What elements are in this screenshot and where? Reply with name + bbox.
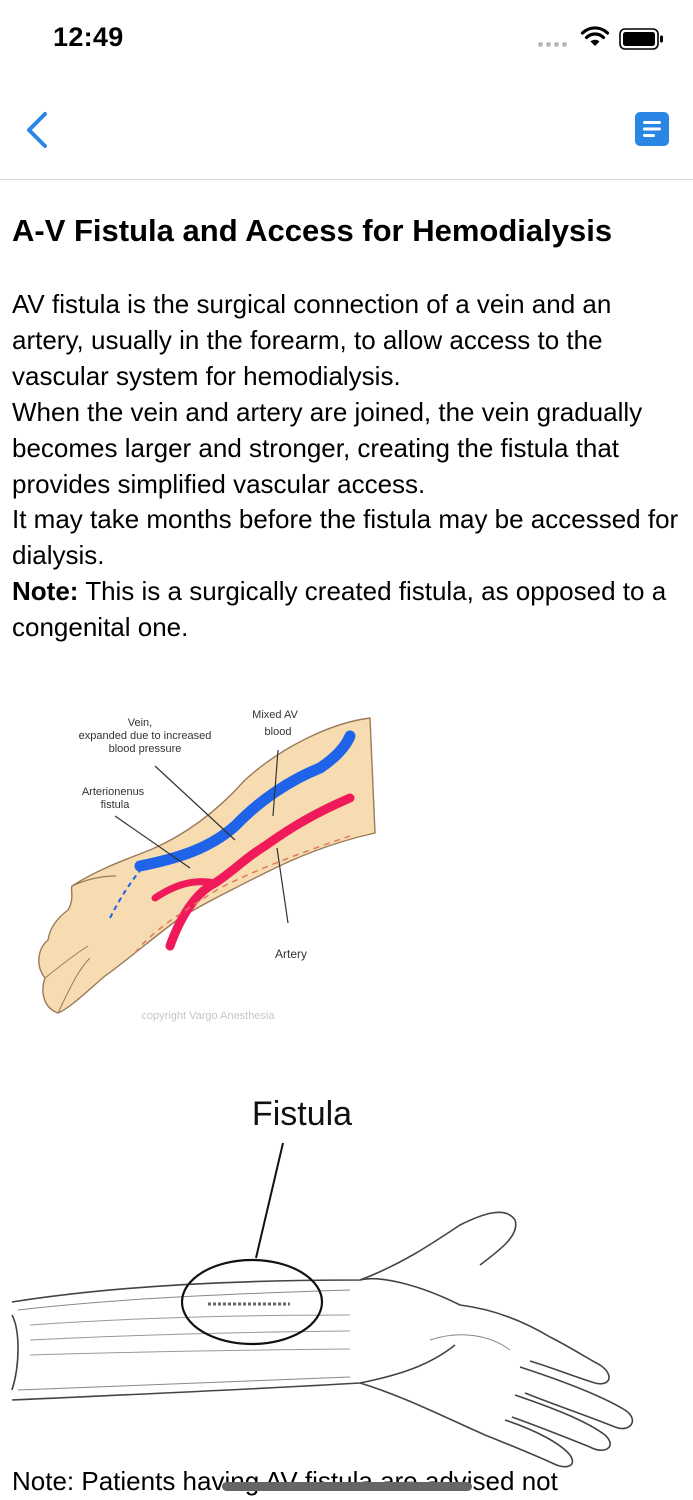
label-artery: Artery [275,947,307,961]
forearm-line-drawing: Fistula [11,1095,634,1468]
wifi-icon [580,26,610,46]
article-title: A-V Fistula and Access for Hemodialysis [12,213,613,248]
article-content[interactable]: A-V Fistula and Access for Hemodialysis … [0,180,693,1500]
cellular-signal-icon [538,42,567,47]
navigation-bar [0,80,693,180]
vein-path [134,730,356,872]
paragraph-definition: AV fistula is the surgical connection of… [12,289,612,391]
paragraph-vein-growth: When the vein and artery are joined, the… [12,396,643,499]
note-label: Note: [12,576,79,607]
home-indicator[interactable] [222,1482,472,1491]
next-paragraph-peek: Note: Patients having AV fistula are adv… [12,1466,558,1496]
back-button[interactable] [18,108,58,152]
label-fistula-line1: Arterionenus [82,786,145,798]
status-bar: 12:49 [0,0,693,80]
paragraph-note: Note: This is a surgically created fistu… [12,574,684,646]
note-text: This is a surgically created fistula, as… [12,576,667,643]
paragraph-timing: It may take months before the fistula ma… [12,504,679,571]
artery-path [165,793,355,951]
label-fistula-line2: fistula [101,799,131,811]
table-of-contents-button[interactable] [634,111,670,147]
chevron-left-icon [27,112,47,148]
label-mixed-line1: Mixed AV [252,709,298,721]
label-vein-line2: expanded due to increased [79,730,212,742]
article-body: AV fistula is the surgical connection of… [12,287,684,646]
label-fistula: Fistula [252,1095,352,1133]
label-mixed-line2: blood [265,726,292,738]
status-time: 12:49 [53,22,124,52]
document-list-icon [635,112,669,146]
label-vein-line3: blood pressure [109,743,182,755]
forearm-fistula-diagram: Vein, expanded due to increased blood pr… [38,709,376,1022]
figure-copyright: copyright Vargo Anesthesia [141,1010,275,1022]
label-vein-line1: Vein, [128,717,152,729]
battery-icon [619,28,663,50]
fistula-circle [180,1258,324,1346]
